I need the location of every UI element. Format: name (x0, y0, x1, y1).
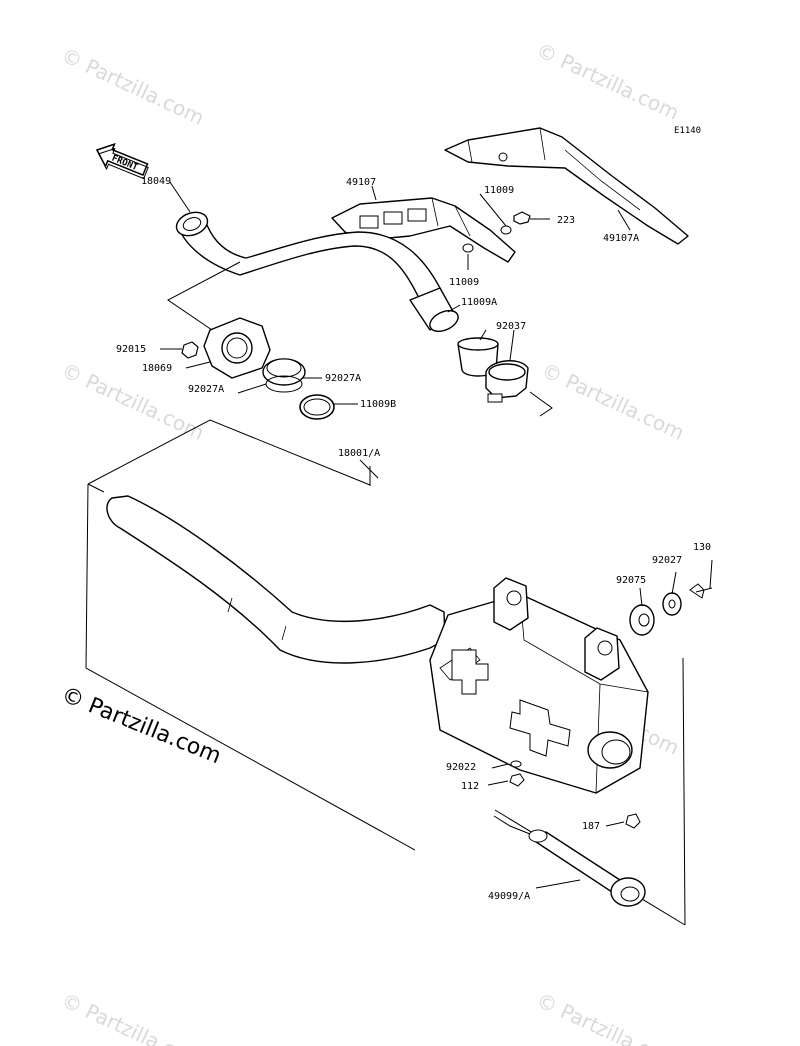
muffler-small-bolts (509, 760, 641, 829)
head-pipe (175, 211, 459, 333)
watermark: © Partzilla.com (58, 358, 208, 445)
part-label-92037: 92037 (496, 321, 526, 332)
watermark: © Partzilla.com (58, 988, 208, 1046)
part-label-18001a: 18001/A (338, 448, 380, 459)
part-label-92027a: 92027A (325, 373, 361, 384)
part-label-223: 223 (557, 215, 575, 226)
part-label-49107a: 49107A (603, 233, 639, 244)
part-label-49099a: 49099/A (488, 891, 530, 902)
flange (203, 317, 271, 379)
part-labels: 18049 49107 11009 223 49107A 11009 11009… (116, 176, 711, 902)
part-label-112: 112 (461, 781, 479, 792)
part-label-18069: 18069 (142, 363, 172, 374)
part-label-130: 130 (693, 542, 711, 553)
watermark: © Partzilla.com (538, 358, 688, 445)
part-label-49107: 49107 (346, 177, 376, 188)
part-label-92022: 92022 (446, 762, 476, 773)
gasket-set (262, 358, 306, 393)
copyright-notice: © Partzilla.com (58, 682, 225, 769)
part-label-92075: 92075 (616, 575, 646, 586)
watermark: © Partzilla.com (533, 988, 683, 1046)
gasket-11009b (299, 394, 335, 420)
front-arrow-icon: FRONT (95, 142, 149, 180)
diagram-code: E1140 (674, 126, 701, 136)
part-label-92027a: 92027A (188, 384, 224, 395)
heat-shield-front (331, 197, 516, 263)
leader-lines-top (160, 181, 631, 417)
part-label-18049: 18049 (141, 176, 171, 187)
nut-92015 (181, 341, 199, 359)
spark-arrester (528, 829, 646, 907)
muffler-mount-hardware (629, 583, 713, 636)
part-label-187: 187 (582, 821, 600, 832)
part-label-11009a: 11009A (461, 297, 497, 308)
sleeve-11009a (457, 337, 499, 377)
clamp-92037 (485, 360, 529, 403)
part-label-11009: 11009 (449, 277, 479, 288)
heat-shield-rear (444, 127, 689, 245)
muffler (106, 495, 649, 794)
watermark: © Partzilla.com (533, 38, 683, 125)
watermark: © Partzilla.com (58, 43, 208, 130)
part-label-92027: 92027 (652, 555, 682, 566)
part-label-92015: 92015 (116, 344, 146, 355)
part-label-11009: 11009 (484, 185, 514, 196)
part-label-11009b: 11009B (360, 399, 396, 410)
leader-lines-bottom (369, 466, 713, 889)
